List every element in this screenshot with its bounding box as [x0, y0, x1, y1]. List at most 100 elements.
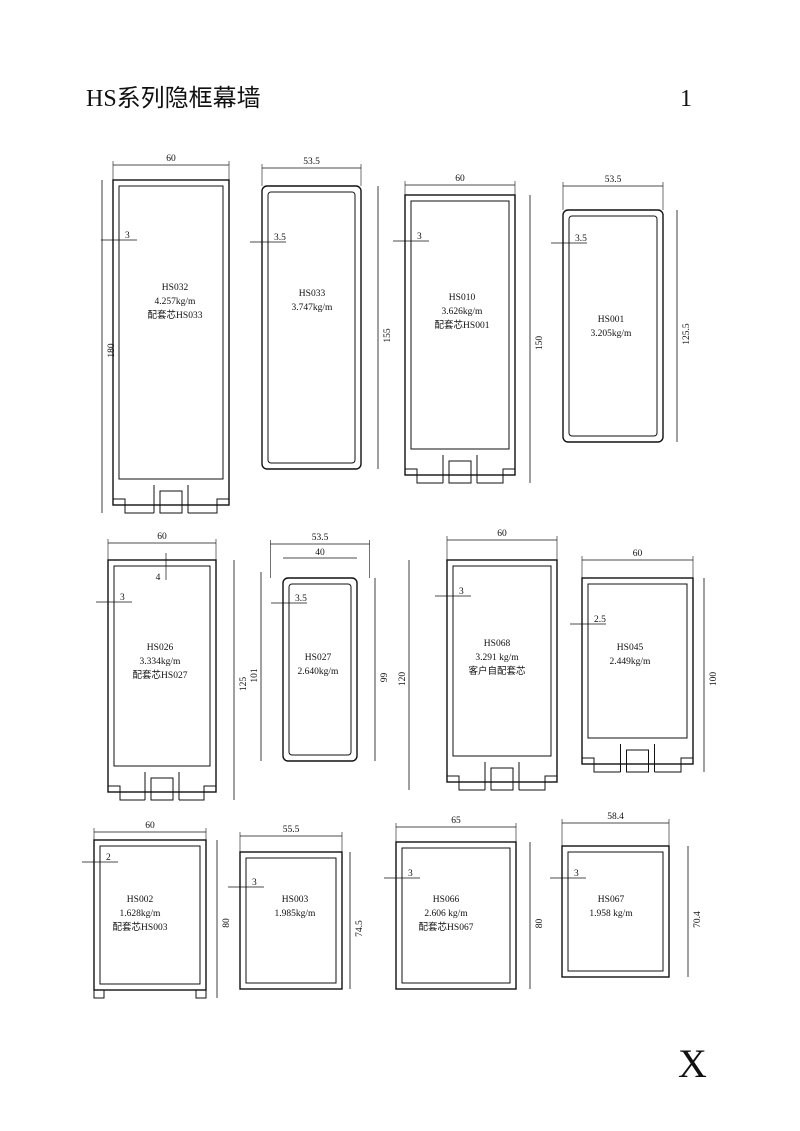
height-dimension-text: 125 — [239, 677, 249, 692]
profile-center-slot — [153, 485, 189, 514]
width-dimension-text: 53.5 — [605, 175, 622, 185]
profile-weight: 3.626kg/m — [442, 307, 484, 317]
profile-weight: 3.291 kg/m — [475, 653, 519, 663]
profile-outer-wall — [562, 209, 664, 443]
profile-inner-wall — [568, 215, 658, 437]
profile-weight: 4.257kg/m — [155, 297, 197, 307]
thickness-dimension-text: 3 — [125, 231, 130, 241]
width-dimension-text: 60 — [166, 154, 176, 164]
profile-center-slot — [442, 455, 478, 484]
width-dimension-text: 60 — [157, 532, 167, 542]
profile-weight: 2.606 kg/m — [424, 909, 468, 919]
page-number: 1 — [680, 86, 692, 112]
profile-outer-wall — [395, 841, 517, 990]
width-dimension-text: 65 — [451, 816, 461, 826]
profile-code: HS066 — [433, 895, 460, 905]
profile-outer-wall — [107, 559, 217, 793]
profile-code: HS032 — [162, 283, 189, 293]
profile-inner-wall — [452, 565, 552, 757]
profile-inner-wall — [401, 847, 511, 984]
height-dimension-text: 99 — [380, 673, 390, 683]
profile-left-foot — [108, 785, 145, 801]
profile-weight: 3.334kg/m — [140, 657, 182, 667]
profile-inner-wall — [410, 200, 510, 450]
height-dimension-text: 80 — [535, 919, 545, 929]
profile-weight: 3.747kg/m — [292, 303, 334, 313]
profile-inner-wall — [567, 851, 664, 972]
extra-dimension-text: 4 — [156, 573, 161, 583]
profile-outer-wall — [93, 839, 207, 991]
profile-code: HS026 — [147, 643, 174, 653]
height-dimension-text: 180 — [107, 343, 117, 358]
profile-weight: 3.205kg/m — [591, 329, 633, 339]
profile-inner-wall — [99, 845, 201, 985]
profile-outer-wall — [404, 194, 516, 476]
profile-weight: 2.640kg/m — [298, 667, 340, 677]
thickness-dimension-text: 3 — [417, 232, 422, 242]
height-dimension-text: 150 — [535, 336, 545, 351]
left-height-dimension-text: 101 — [250, 668, 260, 683]
thickness-dimension-text: 3 — [252, 878, 257, 888]
width-dimension-text: 60 — [455, 174, 465, 184]
width-dimension-text: 55.5 — [283, 825, 300, 835]
profile-outer-wall — [239, 851, 343, 990]
profile-outer-wall — [112, 179, 230, 506]
width-dimension-text: 53.5 — [303, 157, 320, 167]
profile-right-foot — [179, 785, 216, 801]
profile-weight: 1.958 kg/m — [589, 909, 633, 919]
profile-right-foot — [654, 757, 693, 773]
thickness-dimension-text: 3 — [574, 869, 579, 879]
profile-left-foot — [582, 757, 621, 773]
profile-weight: 1.985kg/m — [275, 909, 317, 919]
height-dimension-text: 155 — [383, 328, 393, 343]
width-dimension-text: 60 — [497, 529, 507, 539]
profile-left-foot — [113, 498, 154, 514]
height-dimension-text: 120 — [398, 672, 408, 687]
profile-note: 配套芯HS027 — [133, 669, 188, 681]
profile-inner-wall — [587, 583, 688, 739]
profile-note: 配套芯HS001 — [435, 319, 490, 331]
profile-outer-wall — [561, 845, 670, 978]
thickness-dimension-text: 2.5 — [594, 615, 606, 625]
profile-outer-wall — [282, 577, 358, 762]
profile-code: HS067 — [598, 895, 625, 905]
profile-left-foot — [447, 775, 485, 791]
page-corner-mark: X — [678, 1041, 707, 1086]
thickness-dimension-text: 3 — [120, 593, 125, 603]
inner-width-dimension-text: 40 — [315, 548, 325, 558]
profile-note: 配套芯HS067 — [419, 921, 474, 933]
thickness-dimension-text: 2 — [106, 853, 111, 863]
profile-outer-wall — [581, 577, 694, 765]
thickness-dimension-text: 3.5 — [274, 233, 286, 243]
profile-outer-wall — [261, 185, 362, 470]
thickness-dimension-text: 3 — [459, 587, 464, 597]
profile-inner-wall — [118, 185, 224, 480]
profile-code: HS033 — [299, 289, 326, 299]
height-dimension-text: 70.4 — [693, 911, 703, 928]
profile-left-foot — [405, 468, 443, 484]
width-dimension-text: 53.5 — [312, 533, 329, 543]
profile-weight: 1.628kg/m — [120, 909, 162, 919]
profile-right-foot — [477, 468, 515, 484]
profile-legs — [93, 990, 207, 999]
profile-inner-wall — [267, 191, 356, 464]
profile-inner-wall — [245, 857, 337, 984]
height-dimension-text: 100 — [709, 672, 719, 687]
thickness-dimension-text: 3 — [408, 869, 413, 879]
profile-note: 配套芯HS033 — [148, 309, 203, 321]
width-dimension-text: 60 — [145, 821, 155, 831]
profile-inner-wall — [288, 583, 352, 756]
profile-code: HS045 — [617, 643, 644, 653]
profile-code: HS002 — [127, 895, 154, 905]
